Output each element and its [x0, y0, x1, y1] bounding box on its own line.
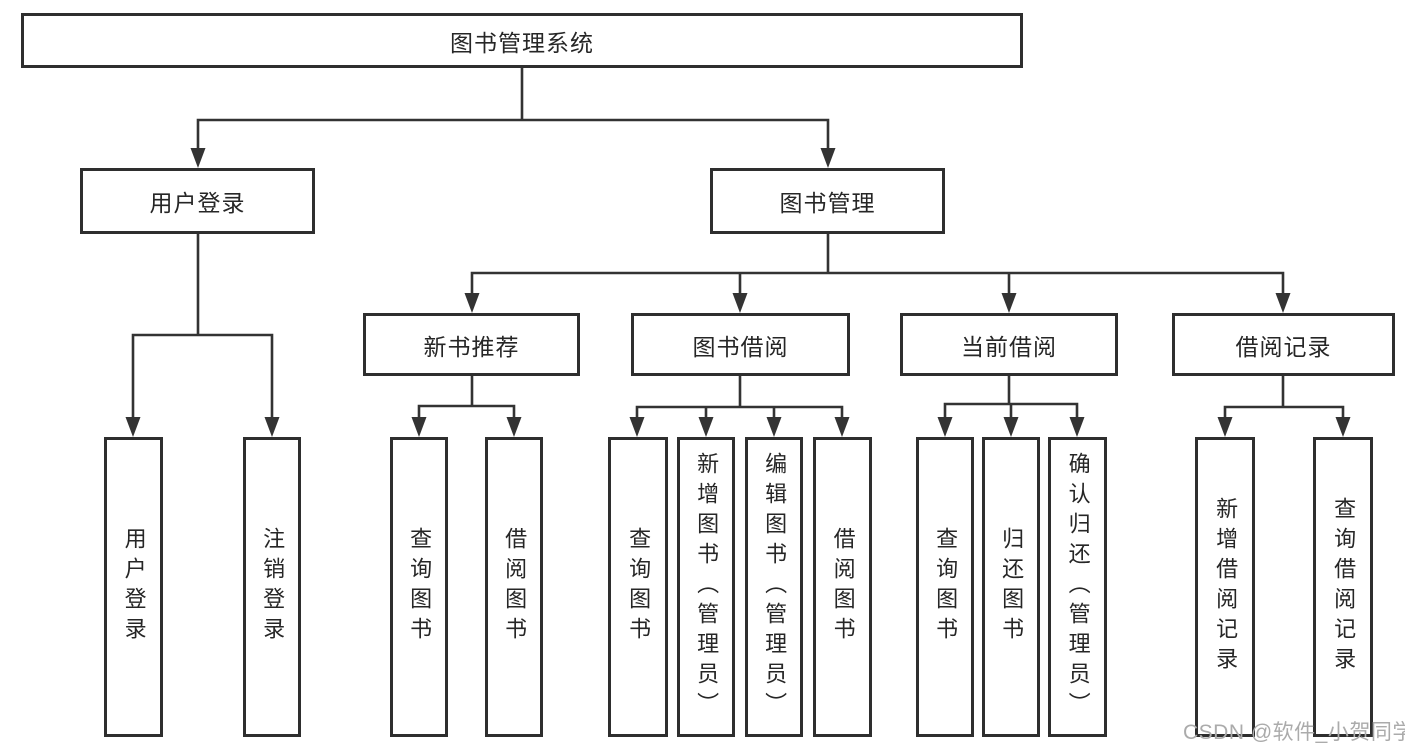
leaf-records-query-borrow-record: 查询借阅记录 [1313, 437, 1373, 737]
node-current-borrow: 当前借阅 [900, 313, 1118, 376]
leaf-recommend-borrow-books: 借阅图书 [485, 437, 543, 737]
leaf-borrow-add-books-admin: 新增图书（管理员） [677, 437, 735, 737]
node-user-login: 用户登录 [80, 168, 315, 234]
leaf-borrow-query-books: 查询图书 [608, 437, 668, 737]
leaf-borrow-borrow-books: 借阅图书 [813, 437, 872, 737]
leaf-records-add-borrow-record: 新增借阅记录 [1195, 437, 1255, 737]
node-book-management: 图书管理 [710, 168, 945, 234]
node-borrow-records: 借阅记录 [1172, 313, 1395, 376]
leaf-current-confirm-return-admin: 确认归还（管理员） [1048, 437, 1107, 737]
node-library-management-system: 图书管理系统 [21, 13, 1023, 68]
leaf-current-query-books: 查询图书 [916, 437, 974, 737]
leaf-logout: 注销登录 [243, 437, 301, 737]
node-new-book-recommend: 新书推荐 [363, 313, 580, 376]
leaf-recommend-query-books: 查询图书 [390, 437, 448, 737]
leaf-user-login: 用户登录 [104, 437, 163, 737]
csdn-watermark: CSDN @软件_小贺同学 [1183, 721, 1405, 744]
leaf-current-return-books: 归还图书 [982, 437, 1040, 737]
node-book-borrow: 图书借阅 [631, 313, 850, 376]
leaf-borrow-edit-books-admin: 编辑图书（管理员） [745, 437, 803, 737]
